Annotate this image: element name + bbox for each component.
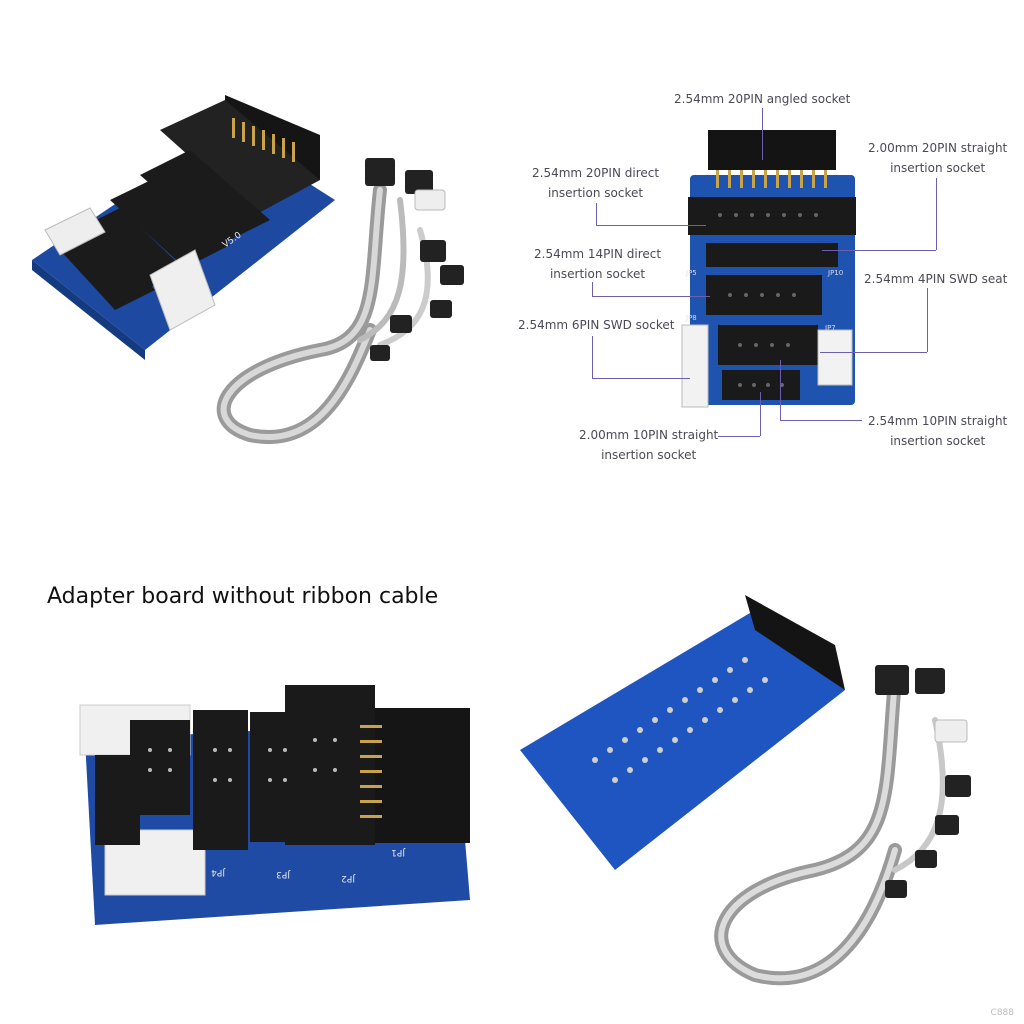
callout-straight-20pin-2mm-line1: 2.00mm 20PIN straight bbox=[868, 141, 1008, 155]
watermark: C888 bbox=[990, 1008, 1014, 1018]
product-photo-top-left: V5.0 bbox=[20, 80, 490, 460]
leader-14pin-h bbox=[592, 296, 710, 297]
jp4-mark: JP4 bbox=[211, 867, 226, 877]
jp2-mark: JP2 bbox=[341, 873, 356, 883]
leader-angled bbox=[762, 108, 763, 160]
callout-direct-14pin: 2.54mm 14PIN direct insertion socket bbox=[534, 244, 661, 284]
callout-straight-10pin-2mm-line2: insertion socket bbox=[601, 448, 697, 462]
leader-20pin-direct-h bbox=[596, 225, 706, 226]
callout-swd-4pin-text: 2.54mm 4PIN SWD seat bbox=[864, 272, 1008, 286]
jp3-mark: JP3 bbox=[276, 869, 291, 879]
leader-4pin-h bbox=[820, 352, 927, 353]
leader-14pin-v bbox=[592, 282, 593, 296]
jp7-mark: JP7 bbox=[824, 324, 836, 332]
callout-swd-6pin: 2.54mm 6PIN SWD socket bbox=[518, 315, 674, 335]
jp10-mark: JP10 bbox=[827, 269, 843, 277]
callout-swd-6pin-text: 2.54mm 6PIN SWD socket bbox=[518, 318, 675, 332]
leader-254-10-h bbox=[780, 420, 862, 421]
leader-4pin-v bbox=[927, 288, 928, 352]
callout-straight-10pin-254-line2: insertion socket bbox=[890, 434, 986, 448]
jp8-mark: JP8 bbox=[685, 314, 697, 322]
leader-2mm10-h bbox=[718, 436, 760, 437]
board-underside-with-cable-image bbox=[520, 595, 971, 986]
callout-straight-10pin-2mm: 2.00mm 10PIN straight insertion socket bbox=[579, 425, 718, 465]
board-top-view-image: JP5 JP10 JP8 JP7 bbox=[681, 130, 856, 408]
callout-direct-20pin-line1: 2.54mm 20PIN direct bbox=[532, 166, 660, 180]
callout-straight-10pin-254-line1: 2.54mm 10PIN straight bbox=[868, 414, 1008, 428]
callout-angled-20pin: 2.54mm 20PIN angled socket bbox=[674, 89, 850, 109]
leader-2mm20-v bbox=[936, 178, 937, 250]
leader-20pin-direct bbox=[596, 203, 598, 225]
leader-2mm10-v bbox=[760, 392, 761, 436]
callout-straight-20pin-2mm-line2: insertion socket bbox=[890, 161, 986, 175]
leader-2mm20-h bbox=[822, 250, 936, 251]
jp1-mark: JP1 bbox=[391, 847, 406, 857]
callout-straight-20pin-2mm: 2.00mm 20PIN straight insertion socket bbox=[868, 138, 1007, 178]
adapter-board-with-cable-image: V5.0 bbox=[32, 95, 464, 444]
callout-direct-14pin-line1: 2.54mm 14PIN direct bbox=[534, 247, 662, 261]
leader-6pin-v bbox=[592, 336, 593, 378]
leader-254-10-v bbox=[780, 360, 781, 420]
callout-direct-20pin: 2.54mm 20PIN direct insertion socket bbox=[532, 163, 659, 203]
callout-straight-10pin-2mm-line1: 2.00mm 10PIN straight bbox=[579, 428, 719, 442]
section-caption: Adapter board without ribbon cable bbox=[47, 584, 439, 609]
callout-direct-14pin-line2: insertion socket bbox=[549, 267, 646, 281]
leader-6pin-h bbox=[592, 378, 690, 379]
callout-direct-20pin-line2: insertion socket bbox=[547, 186, 644, 200]
callout-straight-10pin-254: 2.54mm 10PIN straight insertion socket bbox=[868, 411, 1007, 451]
product-photo-bottom-right bbox=[515, 590, 1015, 1000]
callout-swd-4pin: 2.54mm 4PIN SWD seat bbox=[864, 269, 1007, 289]
adapter-board-closeup-image: JP4 JP3 JP2 JP1 bbox=[79, 685, 470, 925]
product-photo-bottom-left: JP4 JP3 JP2 JP1 bbox=[75, 680, 475, 930]
jp5-mark: JP5 bbox=[685, 269, 697, 277]
callout-angled-20pin-text: 2.54mm 20PIN angled socket bbox=[674, 92, 851, 106]
